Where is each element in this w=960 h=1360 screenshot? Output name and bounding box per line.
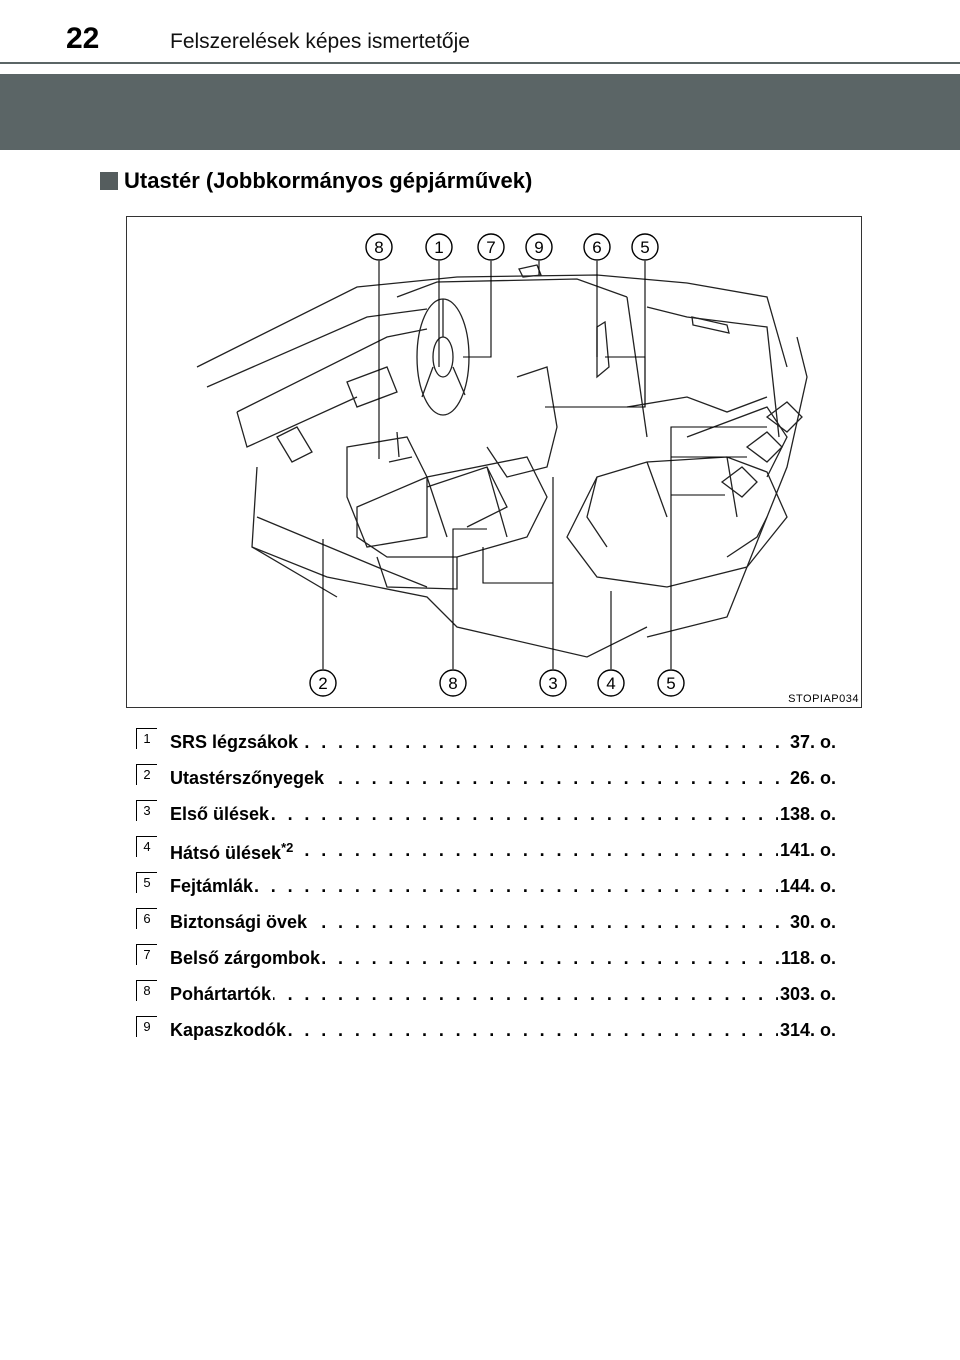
item-label: Kapaszkodók — [170, 1020, 287, 1040]
top-callouts: 8 1 7 9 6 5 — [365, 233, 659, 261]
svg-text:5: 5 — [640, 238, 649, 257]
leader-dots: . . . . . . . . . . . . . . . . . . . . … — [170, 804, 782, 824]
list-item[interactable]: 1 . . . . . . . . . . . . . . . . . . . … — [136, 724, 836, 760]
list-item[interactable]: 2 . . . . . . . . . . . . . . . . . . . … — [136, 760, 836, 796]
item-label: Pohártartók — [170, 984, 272, 1004]
bottom-callouts: 2 8 3 4 5 — [309, 669, 685, 697]
running-title: Felszerelések képes ismertetője — [170, 30, 470, 53]
callout-top-1: 1 — [425, 233, 453, 261]
item-page: 314. o. — [777, 1020, 836, 1041]
page-number: 22 — [66, 22, 100, 55]
callout-top-6: 6 — [583, 233, 611, 261]
leader-dots: . . . . . . . . . . . . . . . . . . . . … — [170, 984, 782, 1004]
callout-bottom-2: 2 — [309, 669, 337, 697]
section-heading-text: Utastér (Jobbkormányos gépjárművek) — [124, 168, 533, 193]
leader-dots: . . . . . . . . . . . . . . . . . . . . … — [170, 876, 782, 896]
item-footnote-mark: *2 — [281, 840, 294, 855]
item-number: 3 — [136, 800, 157, 821]
item-number: 7 — [136, 944, 157, 965]
svg-text:7: 7 — [486, 238, 495, 257]
item-number: 4 — [136, 836, 157, 857]
leader-dots: . . . . . . . . . . . . . . . . . . . . … — [170, 912, 782, 932]
callout-top-8: 8 — [365, 233, 393, 261]
item-page: 141. o. — [777, 840, 836, 861]
callout-bottom-5: 5 — [657, 669, 685, 697]
svg-text:8: 8 — [374, 238, 383, 257]
car-interior-drawing: 8 1 7 9 6 5 2 8 3 4 5 — [196, 233, 808, 697]
item-number: 6 — [136, 908, 157, 929]
list-item[interactable]: 5 . . . . . . . . . . . . . . . . . . . … — [136, 868, 836, 904]
item-number: 5 — [136, 872, 157, 893]
item-label: Első ülések — [170, 804, 270, 824]
leader-dots: . . . . . . . . . . . . . . . . . . . . … — [170, 732, 782, 752]
item-label: Fejtámlák — [170, 876, 254, 896]
list-item[interactable]: 6 . . . . . . . . . . . . . . . . . . . … — [136, 904, 836, 940]
item-page: 26. o. — [787, 768, 836, 789]
svg-text:5: 5 — [666, 674, 675, 693]
item-page: 144. o. — [777, 876, 836, 897]
item-page: 37. o. — [787, 732, 836, 753]
svg-text:1: 1 — [434, 238, 443, 257]
item-label: Belső zárgombok — [170, 948, 321, 968]
leader-dots: . . . . . . . . . . . . . . . . . . . . … — [170, 840, 782, 860]
component-list: 1 . . . . . . . . . . . . . . . . . . . … — [136, 724, 836, 1048]
item-number: 8 — [136, 980, 157, 1001]
list-item[interactable]: 9 . . . . . . . . . . . . . . . . . . . … — [136, 1012, 836, 1048]
svg-text:9: 9 — [534, 238, 543, 257]
square-bullet-icon — [100, 172, 118, 190]
figure-code: STOPIAP034 — [788, 693, 859, 705]
callout-top-9: 9 — [525, 233, 553, 261]
header-rule — [0, 62, 960, 76]
section-heading: Utastér (Jobbkormányos gépjárművek) — [100, 168, 532, 194]
item-label: Hátsó ülések — [170, 843, 282, 863]
item-label: Utastérszőnyegek — [170, 768, 325, 788]
interior-illustration: 8 1 7 9 6 5 2 8 3 4 5 STOPIAP034 — [126, 216, 862, 708]
svg-text:2: 2 — [318, 674, 327, 693]
svg-text:8: 8 — [448, 674, 457, 693]
item-page: 303. o. — [777, 984, 836, 1005]
leader-dots: . . . . . . . . . . . . . . . . . . . . … — [170, 1020, 782, 1040]
item-number: 9 — [136, 1016, 157, 1037]
svg-text:6: 6 — [592, 238, 601, 257]
list-item[interactable]: 3 . . . . . . . . . . . . . . . . . . . … — [136, 796, 836, 832]
item-page: 138. o. — [777, 804, 836, 825]
item-page: 30. o. — [787, 912, 836, 933]
callout-bottom-4: 4 — [597, 669, 625, 697]
callout-bottom-3: 3 — [539, 669, 567, 697]
list-item[interactable]: 7 . . . . . . . . . . . . . . . . . . . … — [136, 940, 836, 976]
item-label: Biztonsági övek — [170, 912, 308, 932]
leader-dots: . . . . . . . . . . . . . . . . . . . . … — [170, 948, 782, 968]
list-item[interactable]: 4 . . . . . . . . . . . . . . . . . . . … — [136, 832, 836, 868]
callout-bottom-8: 8 — [439, 669, 467, 697]
callout-top-5: 5 — [631, 233, 659, 261]
callout-top-7: 7 — [477, 233, 505, 261]
item-label: SRS légzsákok — [170, 732, 299, 752]
item-number: 1 — [136, 728, 157, 749]
header-banner — [0, 74, 960, 150]
svg-text:4: 4 — [606, 674, 615, 693]
list-item[interactable]: 8 . . . . . . . . . . . . . . . . . . . … — [136, 976, 836, 1012]
svg-text:3: 3 — [548, 674, 557, 693]
item-page: 118. o. — [778, 948, 836, 969]
item-number: 2 — [136, 764, 157, 785]
